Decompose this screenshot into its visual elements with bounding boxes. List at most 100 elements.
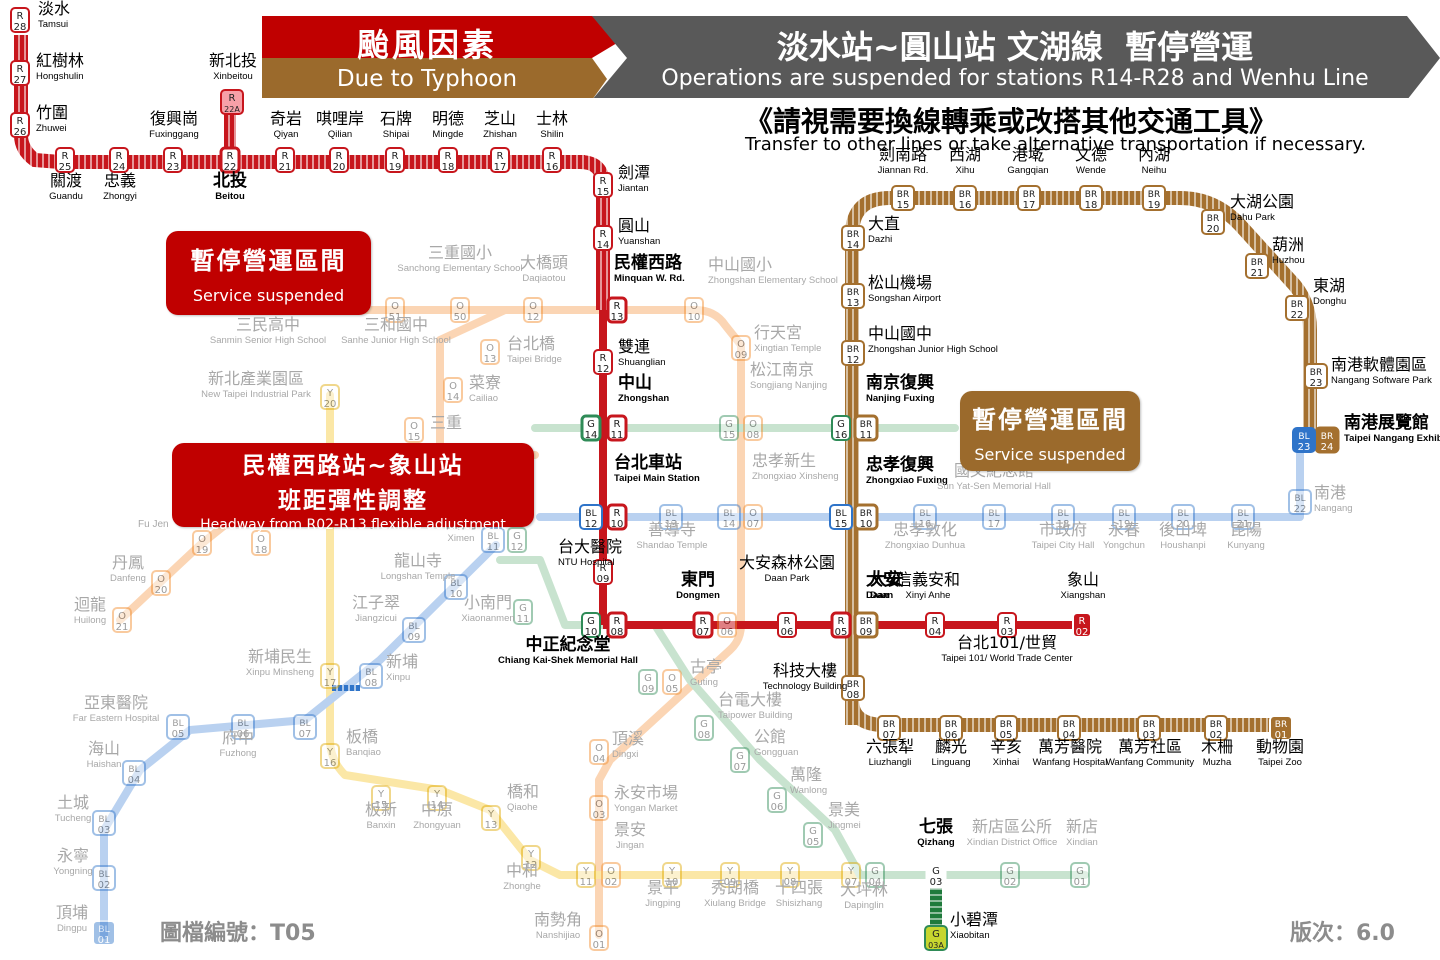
station-tag-r18: R18: [438, 147, 458, 173]
station-name-en: Xiaobitan: [950, 930, 990, 941]
station-tag-line-o07: O: [749, 508, 757, 519]
station-tag-r23: R23: [163, 147, 183, 173]
station-name-zh: 松江南京: [750, 360, 814, 379]
station-tag-number-y07: 07: [845, 877, 858, 888]
station-name-en: Danfeng: [110, 573, 146, 584]
station-name-en: Jiannan Rd.: [878, 165, 929, 176]
station-name-en: Xiaonanmen: [461, 613, 514, 624]
station-tag-number-br02: 02: [1210, 730, 1223, 741]
station-name-zh: 紅樹林: [36, 51, 84, 70]
station-name-en: Zhongshan: [618, 393, 669, 404]
station-tag-o06: O06: [717, 612, 737, 638]
station-name-zh: 忠孝新生: [752, 451, 816, 470]
station-tag-number-bl08: 08: [365, 678, 378, 689]
station-name-zh: 江子翠: [352, 593, 400, 612]
station-tag-number-g10: 10: [585, 627, 598, 638]
station-tag-number-y13: 13: [485, 820, 498, 831]
station-tag-line-br01: BR: [1275, 720, 1287, 730]
station-tag-o05: O05: [662, 669, 682, 695]
station-tag-g11: G11: [513, 599, 533, 625]
transfer-note-en: Transfer to other lines or take alternat…: [745, 134, 1367, 155]
station-tag-line-g06: G: [773, 791, 781, 802]
station-name-en: Daan Park: [765, 573, 810, 584]
station-name-en: Tucheng: [55, 813, 92, 824]
station-name-zh: 台北車站: [614, 452, 682, 473]
station-tag-y14: Y14: [427, 785, 447, 811]
station-tag-g14: G14: [580, 414, 602, 442]
station-tag-number-br15: 15: [897, 200, 910, 211]
station-tag-number-bl18: 18: [1057, 519, 1070, 530]
station-tag-line-bl04: BL: [128, 765, 139, 775]
station-tag-number-r23: 23: [167, 162, 180, 173]
station-tag-line-br06: BR: [945, 720, 957, 730]
station-tag-number-br24: 24: [1321, 442, 1334, 453]
station-tag-number-r20: 20: [333, 162, 346, 173]
station-tag-line-o01: O: [595, 929, 603, 940]
station-name-en: Xingtian Temple: [754, 343, 821, 354]
station-name-zh: 後山埤: [1159, 520, 1207, 539]
station-tag-r14: R14: [593, 225, 613, 251]
station-tag-line-br21: BR: [1251, 258, 1263, 268]
station-tag-r05: R05: [830, 611, 852, 639]
station-name-en: Yongning: [53, 866, 92, 877]
station-name-zh: 劍潭: [618, 163, 650, 182]
station-name-en: Zhonghe: [503, 881, 541, 892]
station-tag-o09: O09: [731, 335, 751, 361]
station-tag-line-bl13: BL: [665, 509, 676, 519]
yellow-line: [326, 391, 879, 879]
banner-left-zh: 颱風因素: [356, 26, 497, 64]
station-tag-y13: Y13: [481, 805, 501, 831]
station-name-zh: 關渡: [50, 171, 82, 190]
station-tag-number-r05: 05: [835, 627, 848, 638]
station-tag-number-r17: 17: [494, 162, 507, 173]
station-name-zh: 景平: [647, 878, 679, 897]
station-tag-r03: R03: [997, 612, 1017, 638]
station-name-zh: 小碧潭: [950, 910, 998, 929]
station-tag-number-r27: 27: [14, 75, 27, 86]
station-tag-r22: R22: [219, 146, 241, 174]
station-tag-number-bl14: 14: [723, 519, 736, 530]
station-tag-number-o07: 07: [747, 519, 760, 530]
station-tag-y15: Y15: [371, 785, 391, 811]
station-label-o15: 三重: [430, 413, 462, 432]
station-tag-line-bl02: BL: [98, 870, 109, 880]
station-tag-line-br05: BR: [1000, 720, 1012, 730]
station-name-en: Tamsui: [38, 19, 68, 30]
station-name-en: Xihu: [955, 165, 974, 176]
station-name-en: Wanfang Community: [1106, 757, 1195, 768]
station-name-en: Zhongshan Elementary School: [708, 275, 838, 286]
station-tag-line-br20: BR: [1207, 214, 1219, 224]
station-name-zh: 中正紀念堂: [526, 634, 611, 655]
station-tag-o15: O15: [404, 417, 424, 443]
station-tag-y09: Y09: [720, 862, 740, 888]
station-name-en: Longshan Temple: [381, 571, 456, 582]
station-tag-line-r05: R: [838, 616, 845, 627]
station-name-zh: 南港軟體園區: [1331, 355, 1427, 374]
station-tag-line-o18: O: [257, 534, 265, 545]
station-name-en: Shilin: [540, 129, 563, 140]
station-name-zh: 大安: [866, 569, 900, 590]
station-name-en: Kunyang: [1227, 540, 1265, 551]
station-name-zh: 圓山: [618, 216, 650, 235]
station-name-en: Taipei Main Station: [614, 473, 700, 484]
station-name-zh: 十四張: [775, 878, 823, 897]
station-tag-line-y13: Y: [487, 809, 495, 820]
station-name-en: Fuxinggang: [149, 129, 199, 140]
